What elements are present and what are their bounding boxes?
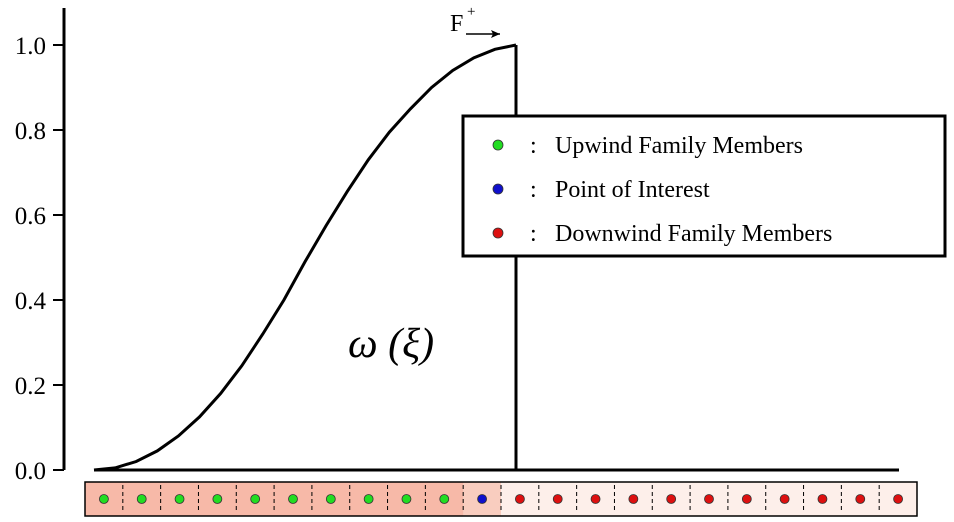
legend-marker — [492, 183, 504, 195]
cell-dot — [439, 494, 450, 504]
flux-direction-label: F + — [450, 4, 500, 38]
legend-label: Point of Interest — [555, 177, 710, 203]
cell-dot — [174, 494, 185, 504]
cell-dot — [628, 494, 639, 504]
cell-dot — [779, 494, 790, 504]
cell-dot — [477, 494, 487, 504]
cell-dot — [893, 494, 903, 504]
legend-label: Upwind Family Members — [555, 133, 803, 159]
cell-dot — [666, 494, 677, 504]
y-axis-ticks: 0.0 0.2 0.4 0.6 0.8 1.0 — [15, 33, 64, 485]
legend: : Upwind Family Members: Point of Interest… — [461, 114, 947, 258]
cell-dot — [136, 494, 147, 504]
cell-strip-border — [84, 481, 918, 517]
weight-curve — [93, 43, 517, 472]
y-tick-label: 0.2 — [15, 373, 46, 400]
cell-dot — [515, 494, 525, 504]
y-tick-label: 0.4 — [15, 288, 47, 315]
y-tick-label: 0.0 — [15, 458, 46, 485]
flux-superscript: + — [467, 4, 475, 20]
legend-label: Downwind Family Members — [555, 221, 832, 247]
family-cell-strip — [84, 481, 918, 517]
cell-dot — [741, 494, 752, 504]
legend-marker — [492, 227, 504, 239]
y-tick-label: 0.8 — [15, 118, 46, 145]
cell-dot — [250, 494, 261, 504]
cell-dot — [212, 494, 223, 504]
cell-dot — [552, 494, 563, 504]
curve-label: ω (ξ) — [348, 321, 434, 367]
cell-dot — [325, 494, 336, 504]
y-tick-label: 1.0 — [15, 33, 46, 60]
cell-dot — [590, 494, 601, 504]
legend-box — [461, 114, 947, 258]
legend-separator: : — [530, 133, 537, 159]
cell-dot — [401, 494, 412, 504]
cell-dot — [817, 494, 828, 504]
y-tick-label: 0.6 — [15, 203, 46, 230]
flux-label: F — [450, 11, 463, 37]
legend-separator: : — [530, 177, 537, 203]
cell-dot — [704, 494, 714, 504]
cell-dot — [288, 494, 298, 504]
cell-dot — [855, 494, 866, 504]
cell-dot — [363, 494, 374, 504]
legend-separator: : — [530, 221, 537, 247]
legend-marker — [492, 139, 504, 151]
cell-dot — [99, 494, 109, 504]
